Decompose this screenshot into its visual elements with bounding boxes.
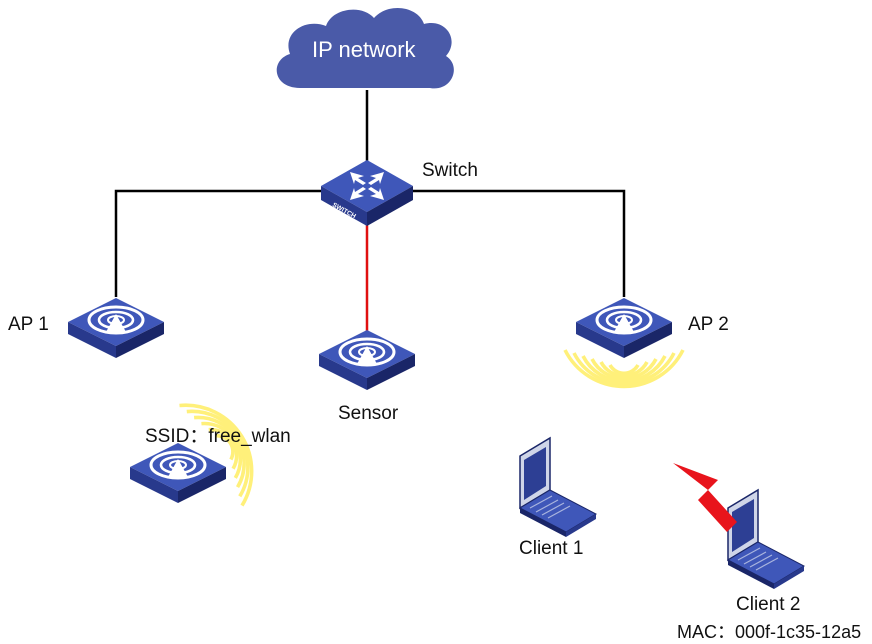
client2-label: Client 2 xyxy=(736,594,801,615)
client1-laptop-icon xyxy=(519,437,597,538)
client1-label: Client 1 xyxy=(519,538,584,559)
link-switch-ap2 xyxy=(412,189,626,297)
ap1-access-point-icon xyxy=(66,296,166,360)
ap2-label: AP 2 xyxy=(688,314,729,335)
client2-laptop-icon xyxy=(727,489,805,590)
arrow-icon xyxy=(673,463,737,532)
ap1-label: AP 1 xyxy=(8,314,49,335)
ssid-label: SSID：free_wlan xyxy=(145,426,291,447)
switch-icon: SWITCH xyxy=(321,160,413,226)
sensor-label: Sensor xyxy=(338,403,399,424)
ap2-access-point-icon xyxy=(574,296,674,360)
switch-label: Switch xyxy=(422,160,478,181)
sensor-access-point-icon xyxy=(317,328,417,392)
cloud-label: IP network xyxy=(312,37,416,62)
rogue-ap-access-point-icon xyxy=(128,441,228,505)
cloud-icon xyxy=(276,7,454,89)
link-switch-ap1 xyxy=(114,189,322,297)
mac-label: MAC：000f-1c35-12a5 xyxy=(677,622,862,642)
